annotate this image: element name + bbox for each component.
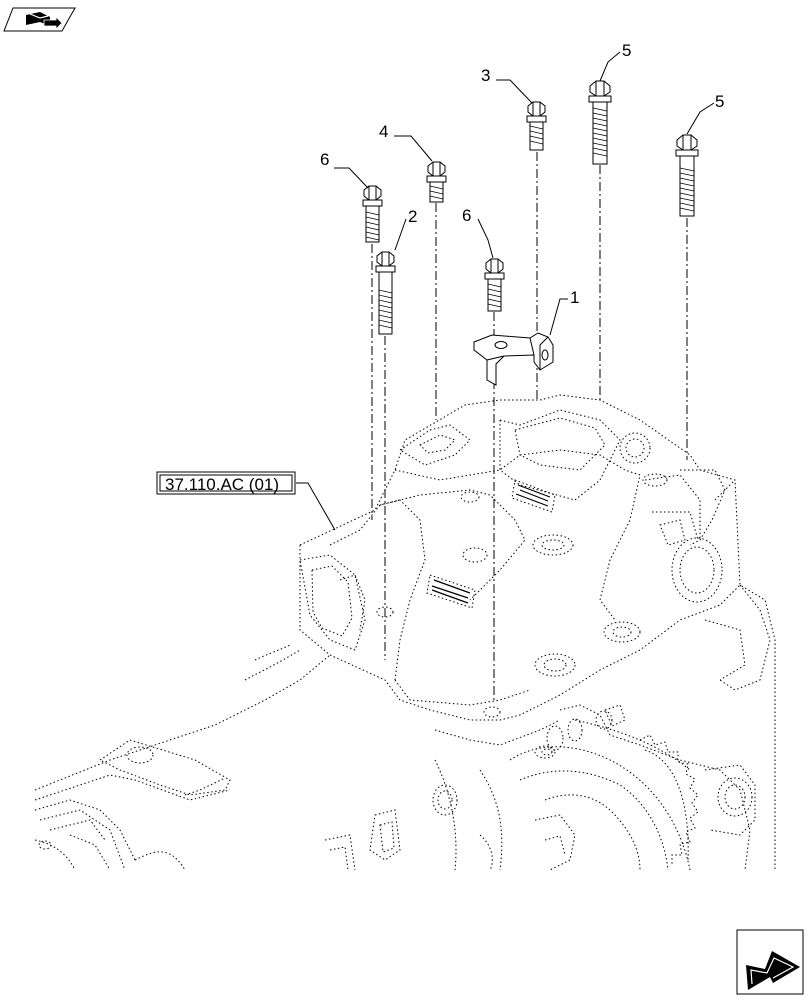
callout-6-left: 6 (320, 150, 329, 169)
bolt-6-left (362, 185, 383, 243)
callout-4: 4 (379, 122, 388, 141)
hydraulic-lift-housing (34, 394, 776, 871)
bolt-5-right (675, 134, 699, 217)
bolt-4 (426, 161, 447, 203)
callout-1: 1 (570, 288, 579, 307)
bolt-5-center (588, 80, 612, 165)
callout-leaders (296, 51, 715, 531)
bracket-part-1 (473, 332, 554, 386)
callout-2: 2 (408, 207, 417, 226)
callout-6-center: 6 (462, 206, 471, 225)
next-page-arrow-icon[interactable] (736, 929, 804, 995)
bolt-6-center (484, 258, 505, 312)
bolt-3 (526, 101, 547, 151)
callout-5-center: 5 (622, 41, 631, 60)
callout-5-right: 5 (715, 92, 724, 111)
book-open-icon[interactable] (3, 7, 76, 32)
bolt-2 (375, 251, 396, 335)
assembly-center-lines (371, 152, 688, 700)
callout-3: 3 (481, 66, 490, 85)
reference-link-box[interactable]: 37.110.AC (01) (156, 471, 296, 495)
reference-label: 37.110.AC (01) (165, 475, 279, 494)
